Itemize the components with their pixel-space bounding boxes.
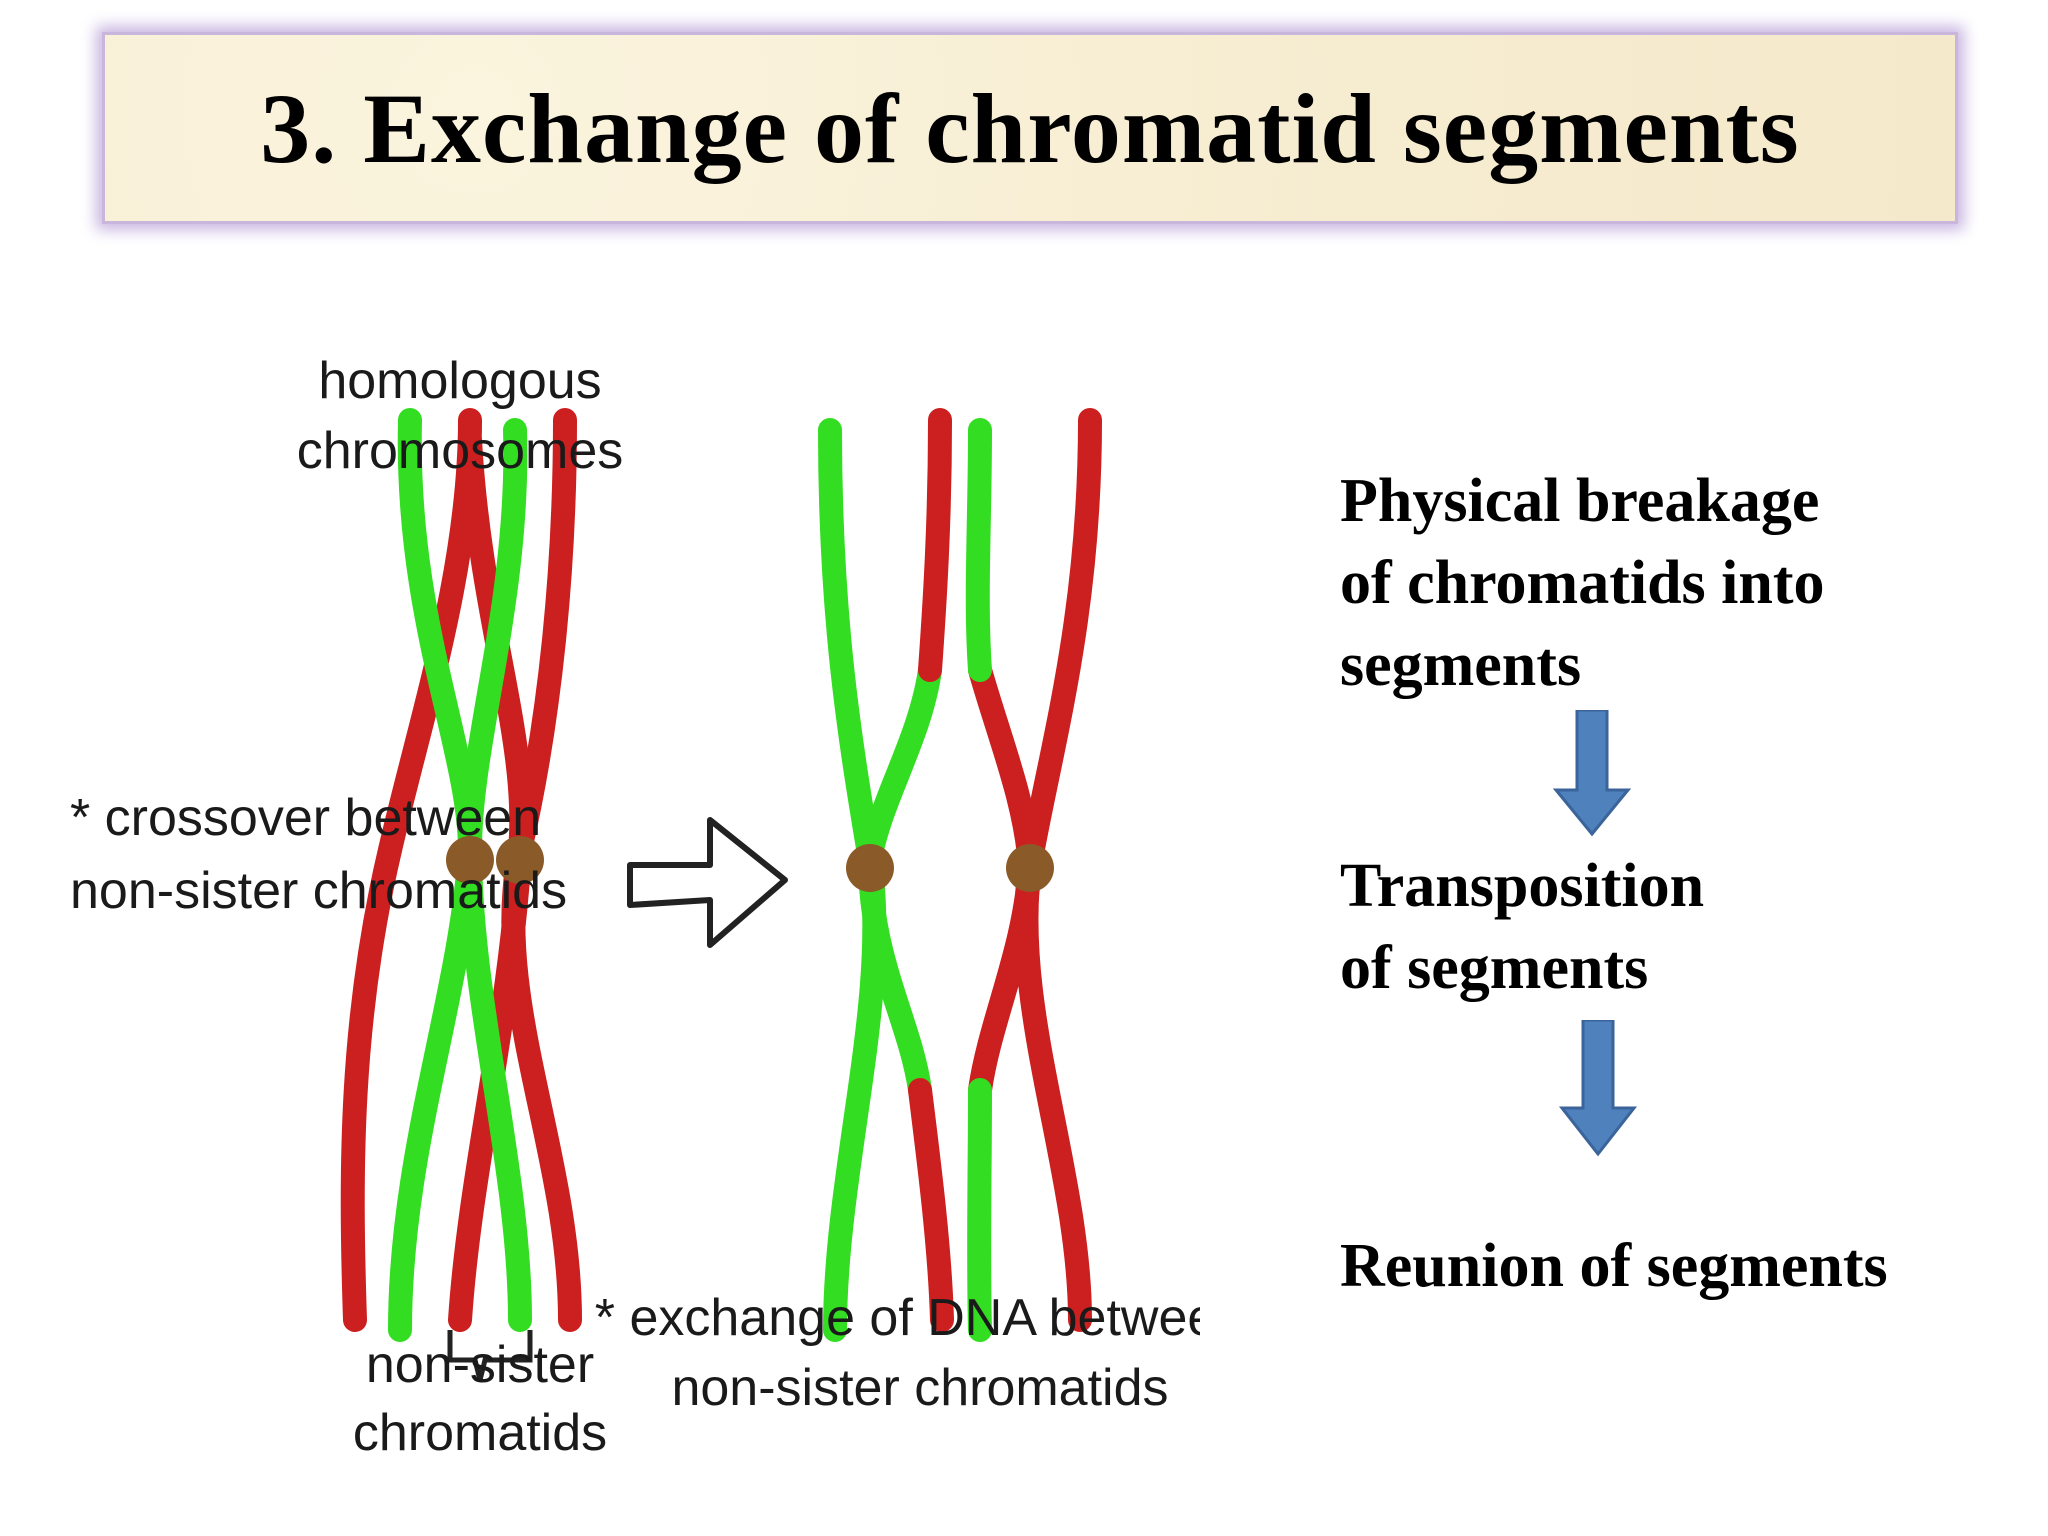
slide-title: 3. Exchange of chromatid segments	[260, 72, 1800, 184]
label-homologous-2: chromosomes	[297, 422, 624, 480]
step-breakage: Physical breakage of chromatids into seg…	[1340, 467, 1825, 699]
homologous-pair-before	[340, 408, 582, 1342]
crossover-diagram: homologous chromosomes * crossover betwe…	[50, 320, 1200, 1460]
centromere-green	[446, 836, 494, 884]
label-nonsister-1: non-sister	[366, 1336, 594, 1394]
centromere-red-after	[1006, 844, 1054, 892]
green-tip-lower	[967, 1078, 992, 1342]
down-arrow-icon	[1552, 710, 1632, 837]
step-transposition: Transposition of segments	[1340, 852, 1705, 1002]
label-nonsister-2: chromatids	[353, 1404, 607, 1460]
homologous-pair-after	[818, 408, 1102, 1342]
title-banner: 3. Exchange of chromatid segments	[102, 32, 1958, 224]
label-exchange-2: non-sister chromatids	[671, 1359, 1168, 1417]
transition-arrow	[627, 817, 788, 948]
down-arrow-icon	[1558, 1020, 1638, 1157]
label-crossover-1: * crossover between	[70, 789, 541, 847]
chromosome-illustration: homologous chromosomes * crossover betwe…	[70, 352, 1200, 1460]
red-chromatid-a	[340, 408, 482, 1332]
nonsister-bracket	[447, 1330, 533, 1381]
label-crossover-2: non-sister chromatids	[70, 862, 567, 920]
centromere-green-after	[846, 844, 894, 892]
red-tip-lower	[908, 1078, 954, 1332]
label-exchange-1: * exchange of DNA between	[595, 1289, 1200, 1347]
green-tip-upper	[965, 418, 992, 682]
label-homologous-1: homologous	[318, 352, 601, 410]
centromere-red	[496, 836, 544, 884]
red-tip-upper	[918, 408, 952, 682]
step-reunion: Reunion of segments	[1340, 1232, 1888, 1300]
